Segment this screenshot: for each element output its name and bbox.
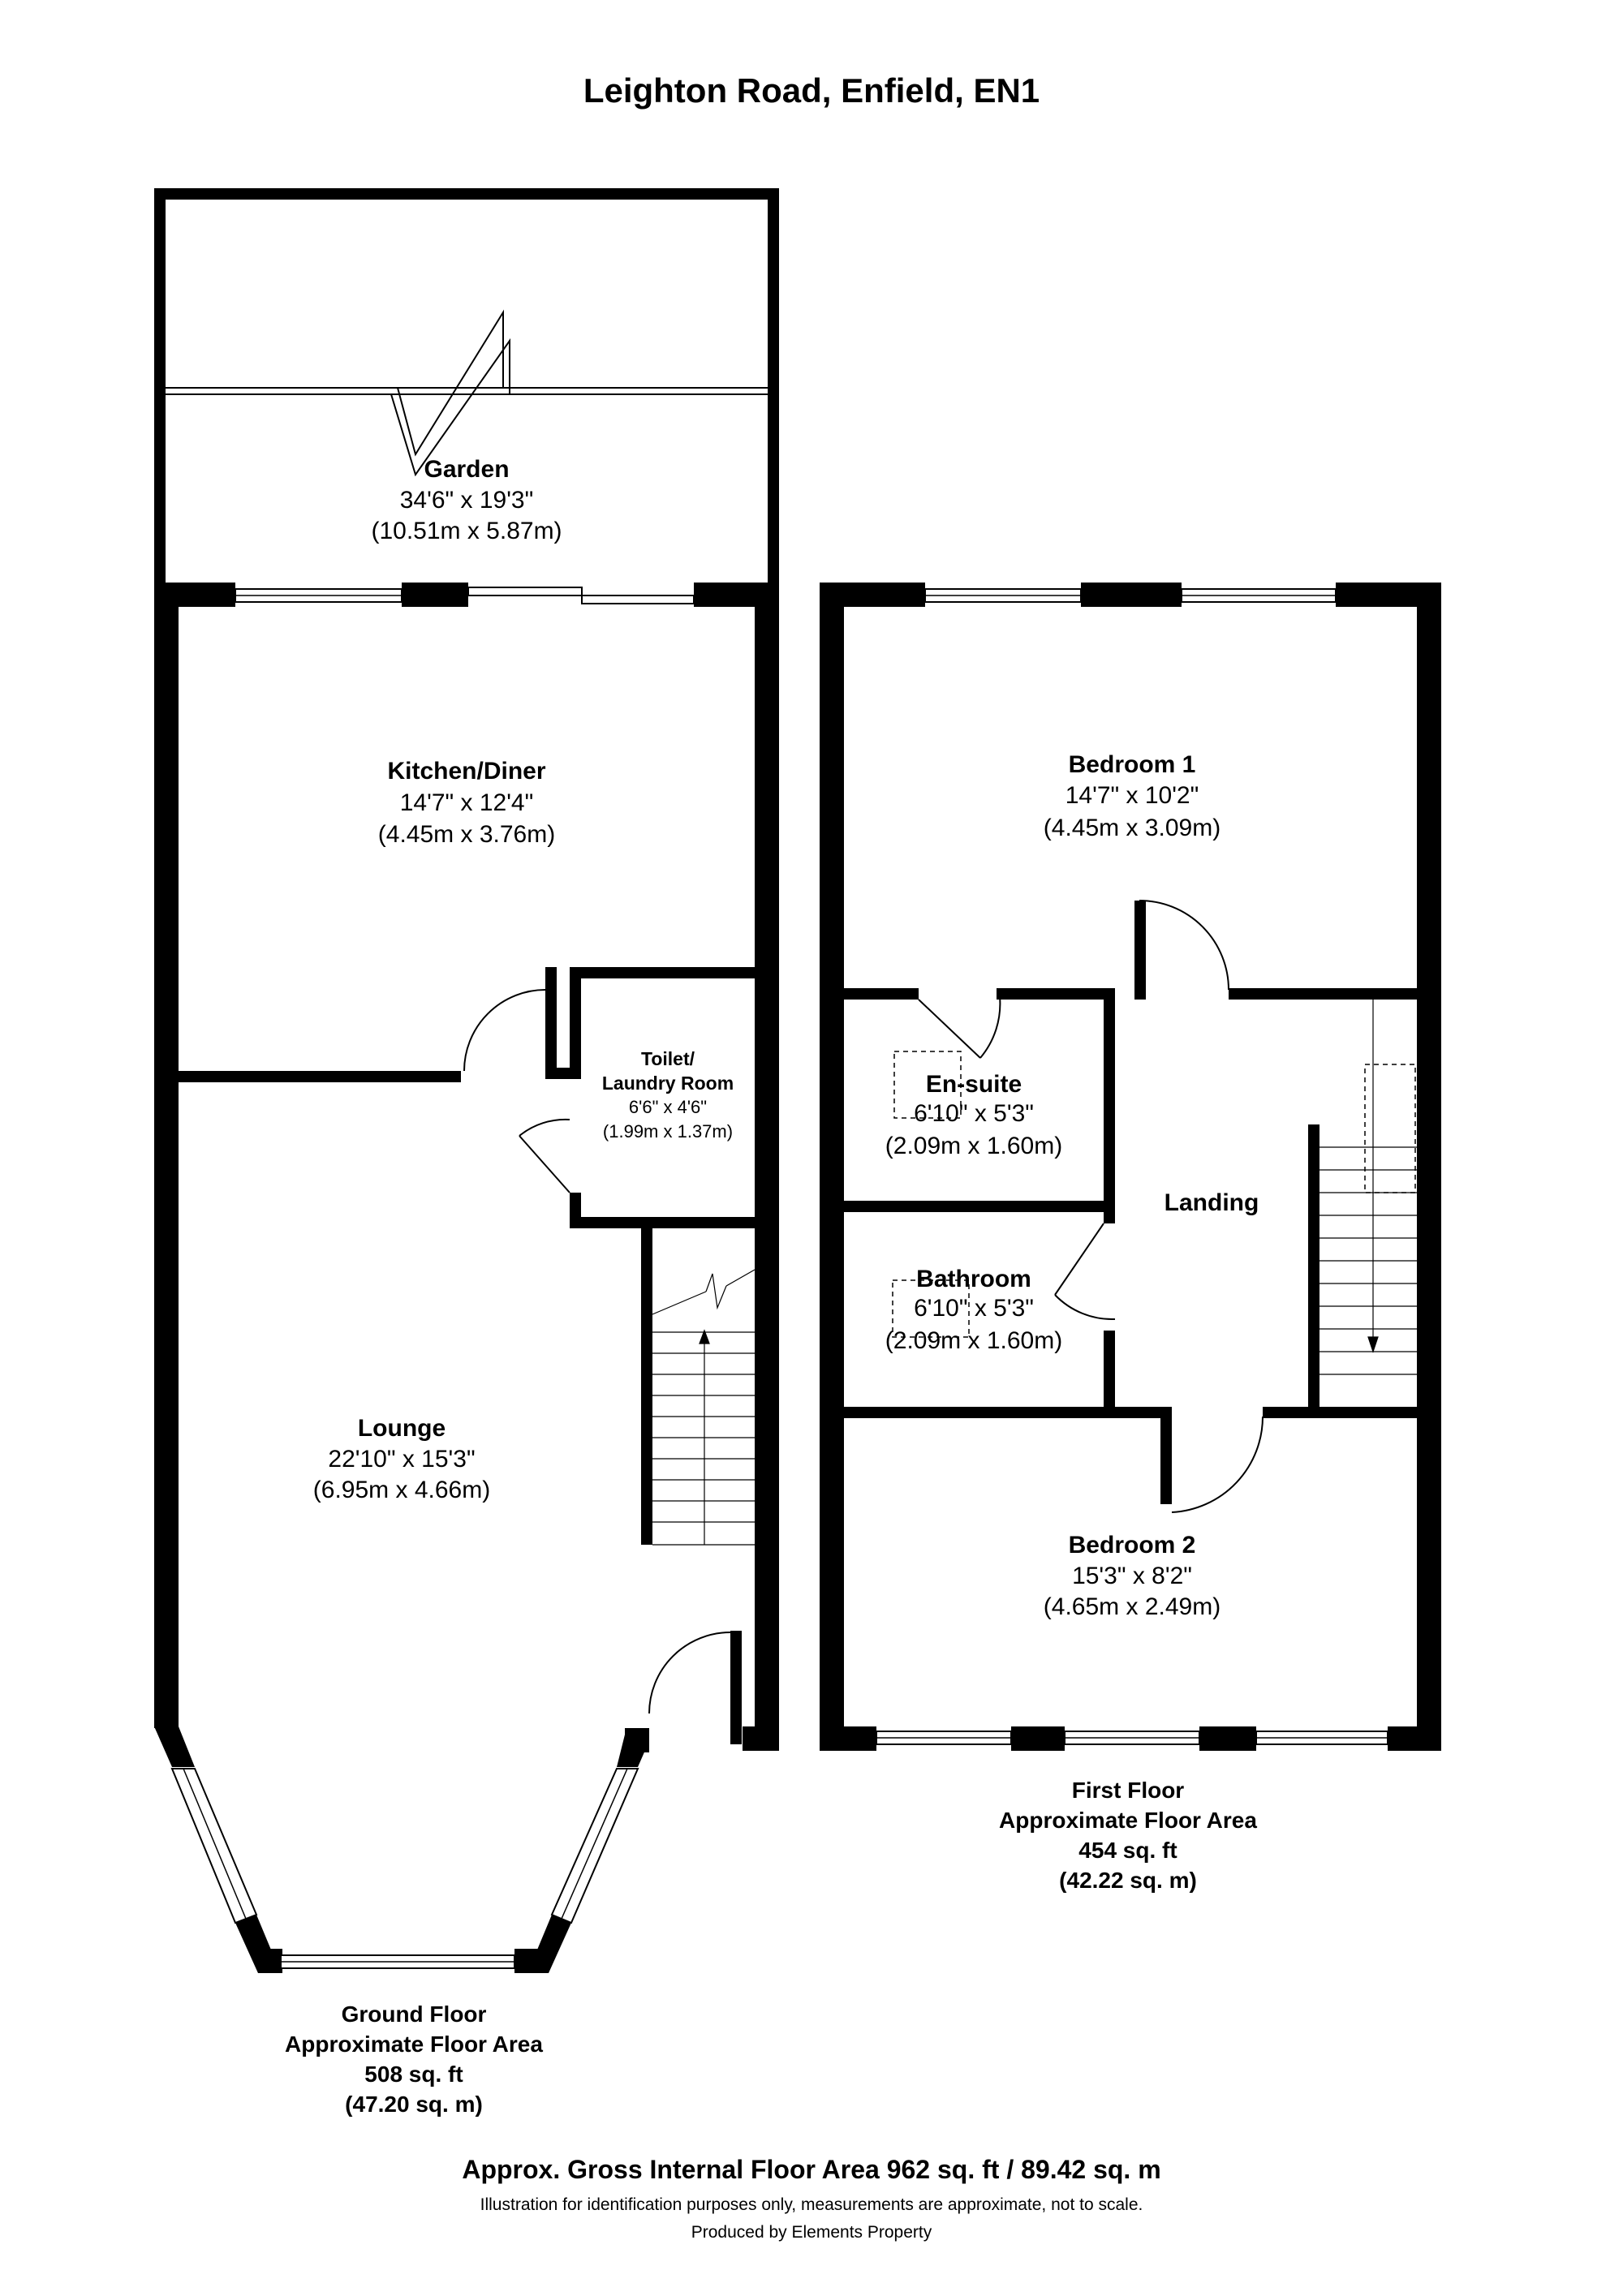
first-floor-area-sqft: 454 sq. ft xyxy=(1078,1838,1177,1863)
gross-floor-area: Approx. Gross Internal Floor Area 962 sq… xyxy=(462,2155,1161,2184)
room-name-landing: Landing xyxy=(1164,1189,1259,1216)
garden-gate-symbol xyxy=(166,309,768,457)
room-dim-toilet: 6'6" x 4'6" xyxy=(628,1097,708,1117)
toilet-wall-top xyxy=(570,967,755,978)
first-floor-label: First Floor Approximate Floor Area 454 s… xyxy=(958,1775,1298,1895)
ground-wall-right-stub xyxy=(743,1726,779,1751)
ground-wall-left xyxy=(154,583,179,1728)
bedroom1-wall xyxy=(1229,988,1417,1000)
room-dim-metric-garden: (10.51m x 5.87m) xyxy=(371,518,562,544)
loft-hatch xyxy=(1364,1064,1416,1193)
room-dim-bedroom1: 14'7" x 10'2" xyxy=(1065,782,1199,809)
ensuite-wall-bottom xyxy=(844,1201,1115,1212)
stair-wall-first xyxy=(1308,1124,1319,1418)
property-title: Leighton Road, Enfield, EN1 xyxy=(583,71,1040,110)
bedroom1-door-jamb xyxy=(1134,901,1146,1000)
first-wall-top xyxy=(1081,583,1182,607)
room-dim-metric-toilet: (1.99m x 1.37m) xyxy=(602,1121,734,1142)
first-floor-area-caption: Approximate Floor Area xyxy=(999,1808,1257,1833)
door-swing xyxy=(1139,900,1229,991)
room-name-ensuite: En-suite xyxy=(925,1071,1022,1098)
room-dim-metric-bedroom1: (4.45m x 3.09m) xyxy=(1043,815,1221,841)
ground-floor-area-sqm: (47.20 sq. m) xyxy=(345,2092,483,2117)
room-dim-metric-lounge: (6.95m x 4.66m) xyxy=(312,1477,491,1503)
bedroom2-wall xyxy=(844,1407,1169,1418)
kitchen-lounge-wall xyxy=(179,1071,461,1082)
room-dim-metric-ensuite: (2.09m x 1.60m) xyxy=(885,1133,1063,1159)
door-swing xyxy=(648,1632,731,1714)
door-swing xyxy=(1171,1416,1264,1513)
bay-wall-right-lower xyxy=(527,1915,571,1973)
room-dim-metric-bathroom: (2.09m x 1.60m) xyxy=(885,1327,1063,1354)
bedroom2-wall xyxy=(1263,1407,1417,1418)
toilet-wall-left xyxy=(570,967,581,1077)
landing-wall-left xyxy=(1104,988,1115,1223)
room-dim-lounge: 22'10" x 15'3" xyxy=(328,1446,476,1473)
door-swing xyxy=(1054,1223,1116,1321)
credit: Produced by Elements Property xyxy=(691,2223,932,2242)
room-name-bathroom: Bathroom xyxy=(916,1266,1031,1292)
room-dim-ensuite: 6'10" x 5'3" xyxy=(914,1100,1034,1127)
first-wall-right xyxy=(1417,583,1441,1751)
first-wall-left xyxy=(820,583,844,1751)
ground-floor-area-caption: Approximate Floor Area xyxy=(285,2032,543,2057)
room-name-bedroom1: Bedroom 1 xyxy=(1068,751,1196,778)
bedroom1-wall xyxy=(997,988,1115,1000)
first-wall-bottom xyxy=(1199,1726,1256,1751)
first-stairs xyxy=(1319,1000,1417,1375)
disclaimer: Illustration for identification purposes… xyxy=(480,2195,1143,2214)
toilet-wall-bottom xyxy=(570,1217,755,1228)
bay-wall-right-stub xyxy=(625,1728,649,1752)
room-dim-metric-kitchen: (4.45m x 3.76m) xyxy=(377,821,556,848)
room-name-bedroom2: Bedroom 2 xyxy=(1068,1532,1196,1559)
bay-wall-left xyxy=(154,1726,195,1767)
door-swing xyxy=(918,995,1001,1059)
first-wall-bottom xyxy=(1011,1726,1065,1751)
first-wall-bottom xyxy=(820,1726,876,1751)
ground-floor-area-sqft: 508 sq. ft xyxy=(364,2062,463,2087)
ground-wall-right xyxy=(755,583,779,1751)
room-dim-bathroom: 6'10" x 5'3" xyxy=(914,1295,1034,1322)
room-dim-kitchen: 14'7" x 12'4" xyxy=(399,789,534,816)
door-swing xyxy=(519,1118,570,1193)
room-name-garden: Garden xyxy=(424,456,510,483)
bay-wall-bottom xyxy=(258,1949,282,1973)
window xyxy=(170,1768,258,1924)
room-dim-bedroom2: 15'3" x 8'2" xyxy=(1072,1563,1192,1589)
bathroom-wall-right xyxy=(1104,1331,1115,1410)
toilet-wall-notch xyxy=(545,967,557,1073)
room-name-toilet: Toilet/ xyxy=(640,1048,695,1069)
loft-hatch xyxy=(893,1051,962,1119)
room-dim-garden: 34'6" x 19'3" xyxy=(399,487,534,514)
sliding-door xyxy=(467,587,583,596)
ground-floor-title: Ground Floor xyxy=(341,2001,487,2027)
stair-wall xyxy=(641,1228,652,1545)
window xyxy=(550,1768,639,1924)
toilet-wall-notch xyxy=(545,1068,581,1079)
bedroom2-door-jamb xyxy=(1160,1407,1172,1504)
garden-wall-right xyxy=(768,188,779,594)
entrance-wall xyxy=(730,1631,742,1744)
room-name-lounge: Lounge xyxy=(357,1415,446,1442)
room-name-toilet-line2: Laundry Room xyxy=(601,1073,734,1094)
sliding-door xyxy=(581,595,695,604)
door-swing xyxy=(463,989,546,1072)
room-dim-metric-bedroom2: (4.65m x 2.49m) xyxy=(1043,1593,1221,1620)
ground-stairs xyxy=(652,1269,756,1546)
garden-wall-left xyxy=(154,188,166,594)
first-floor-area-sqm: (42.22 sq. m) xyxy=(1059,1868,1197,1893)
garden-wall-top xyxy=(154,188,779,200)
ground-wall-top xyxy=(402,583,468,607)
loft-hatch xyxy=(892,1279,970,1338)
room-name-kitchen: Kitchen/Diner xyxy=(387,758,546,785)
bedroom1-wall xyxy=(844,988,919,1000)
ground-floor-label: Ground Floor Approximate Floor Area 508 … xyxy=(243,1999,584,2119)
first-wall-bottom xyxy=(1388,1726,1441,1751)
first-floor-title: First Floor xyxy=(1071,1778,1185,1803)
